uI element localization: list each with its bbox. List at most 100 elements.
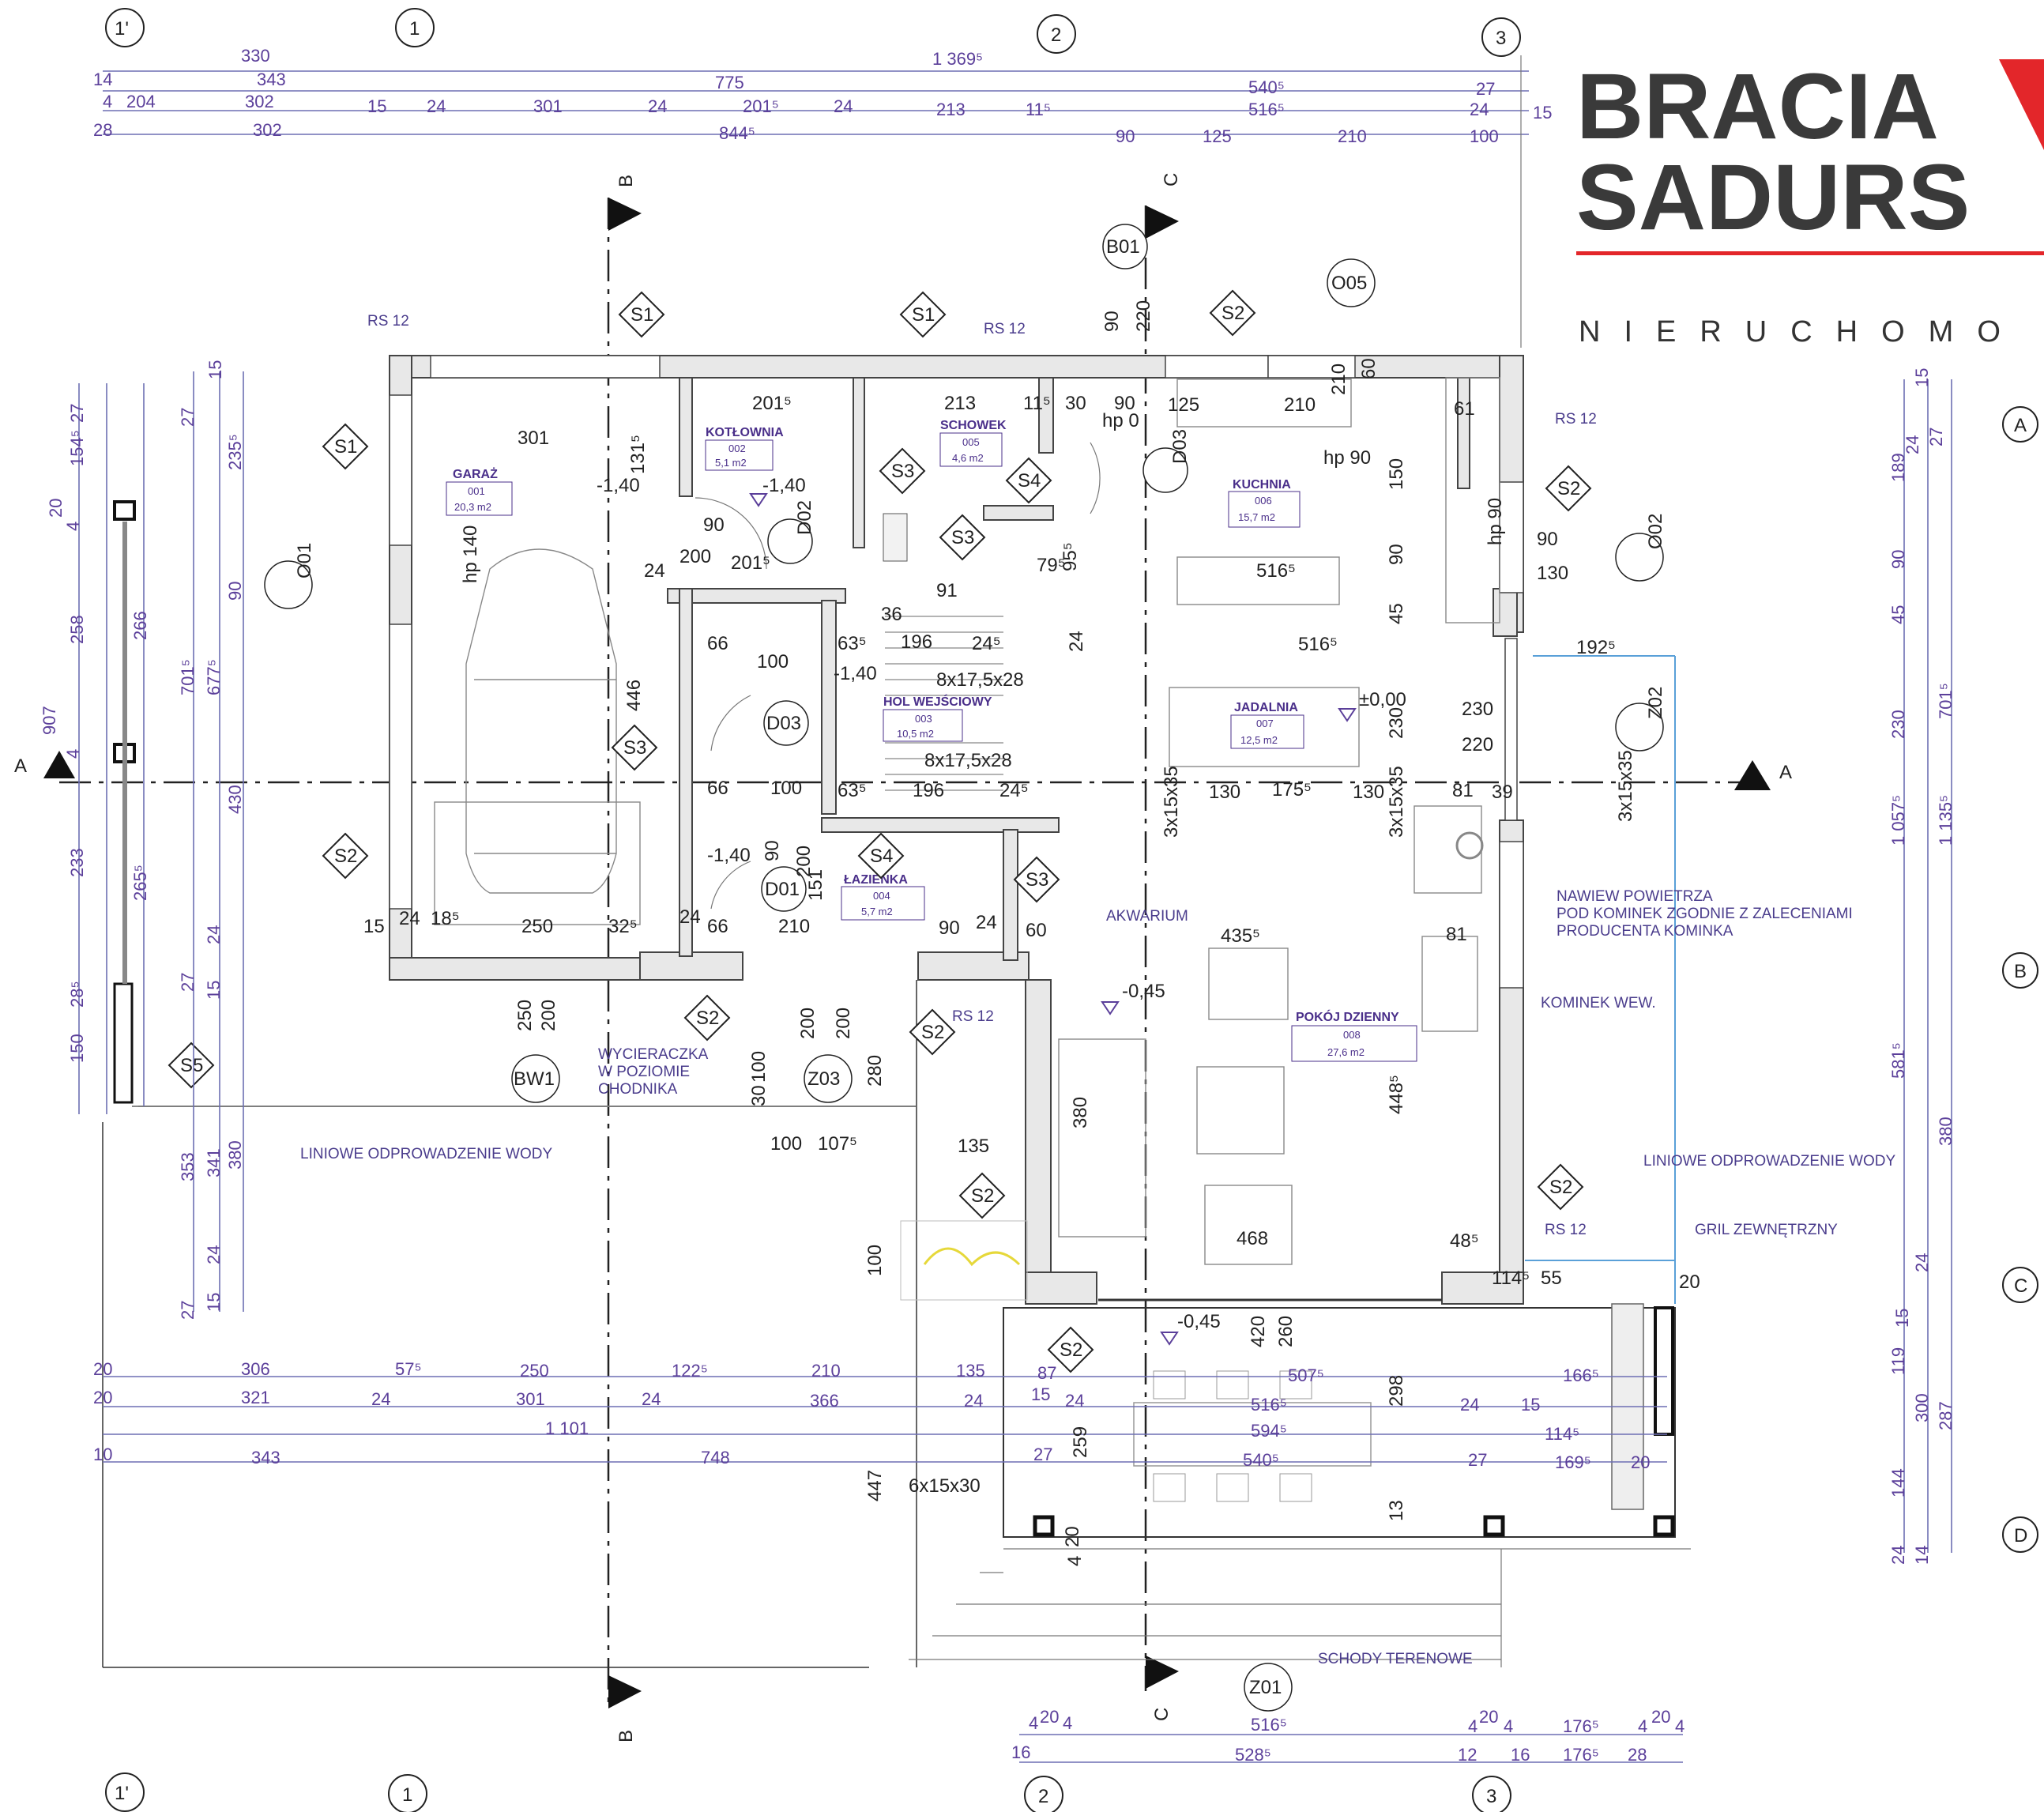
svg-text:540⁵: 540⁵ [1243, 1450, 1279, 1470]
svg-text:S1: S1 [334, 436, 357, 458]
dims-inner-85: 220 [1133, 300, 1154, 332]
svg-text:20: 20 [1479, 1707, 1498, 1727]
note-stairs-3: 6x15x30 [909, 1475, 981, 1497]
axis-top-1p: 1' [115, 18, 129, 40]
tag-d01: D01 [761, 866, 807, 912]
dims-left-5: 907 [40, 706, 59, 735]
svg-text:4: 4 [1063, 1713, 1072, 1733]
dims-inner-89: 90 [1386, 544, 1407, 565]
utility-lines [138, 655, 1676, 1304]
tag-s2-a: S2 [1209, 289, 1256, 337]
tag-z03: Z03 [804, 1054, 853, 1103]
dims-inner-58: 250 [514, 1000, 536, 1031]
dims-right-5: 45 [1888, 605, 1908, 624]
dims-inner-2: 213 [944, 393, 976, 414]
dims-left-19: 24 [204, 925, 224, 944]
svg-text:166⁵: 166⁵ [1563, 1366, 1599, 1385]
dims-inner-43: 90 [762, 840, 783, 861]
svg-text:BW1: BW1 [514, 1068, 555, 1090]
svg-text:24: 24 [964, 1391, 983, 1411]
dims-inner-46: 81 [1446, 924, 1467, 945]
svg-text:S3: S3 [891, 461, 914, 482]
dims-inner-35: 230 [1462, 699, 1493, 720]
axis-right-d: D [2014, 1525, 2027, 1546]
room-garaz: GARAŻ 001 20,3 m2 [446, 467, 513, 516]
dims-inner-31: 175⁵ [1272, 779, 1312, 801]
svg-text:306: 306 [241, 1359, 270, 1379]
svg-text:O05: O05 [1331, 273, 1367, 294]
dims-inner-62: 100 [748, 1051, 770, 1083]
svg-text:12,5 m2: 12,5 m2 [1240, 734, 1278, 746]
dims-inner-88: 150 [1386, 458, 1407, 490]
svg-text:003: 003 [915, 713, 932, 725]
section-a-left: A [14, 755, 27, 777]
section-c-bottom: C [1151, 1708, 1173, 1721]
dims-inner-55: 250 [521, 916, 553, 937]
dims-inner-80: 447 [864, 1470, 886, 1501]
dims-inner-63: 30 [748, 1085, 770, 1106]
svg-text:KUCHNIA: KUCHNIA [1233, 478, 1291, 492]
dims-left-27: 15 [204, 1293, 224, 1312]
axis-right-b: B [2014, 961, 2027, 982]
dims-left-8: 28⁵ [67, 981, 87, 1008]
dims-inner-38: 100 [770, 778, 802, 799]
dims-left-26: 27 [178, 1301, 198, 1320]
tag-s2-f: S2 [958, 1172, 1006, 1219]
axis-bottom-2: 2 [1038, 1786, 1048, 1807]
room-hol: HOL WEJŚCIOWY 003 10,5 m2 [883, 694, 992, 742]
svg-text:16: 16 [1511, 1745, 1530, 1765]
svg-text:213: 213 [936, 100, 966, 119]
dims-right-1: 24 [1903, 435, 1922, 454]
dims-inner-65: 380 [1070, 1097, 1091, 1128]
svg-text:125: 125 [1203, 126, 1232, 146]
dims-left-6: 4 [63, 749, 83, 759]
dims-inner-36: 220 [1462, 734, 1493, 755]
svg-text:594⁵: 594⁵ [1251, 1421, 1287, 1441]
tag-s1-b: S1 [899, 291, 947, 338]
note-rs12-d: RS 12 [952, 1008, 994, 1025]
svg-text:24: 24 [371, 1389, 390, 1409]
dims-inner-6: 125 [1168, 394, 1199, 416]
svg-text:330: 330 [241, 46, 270, 66]
room-lazienka: ŁAZIENKA 004 5,7 m2 [841, 873, 925, 921]
svg-text:176⁵: 176⁵ [1563, 1745, 1599, 1765]
svg-text:hp 90: hp 90 [1485, 498, 1506, 545]
svg-text:24: 24 [834, 96, 853, 116]
dims-right-6: 230 [1888, 710, 1908, 739]
dims-left-2: 20 [46, 499, 66, 518]
svg-text:S2: S2 [1557, 478, 1580, 499]
dims-inner-29: 446 [623, 680, 645, 711]
svg-text:87: 87 [1037, 1363, 1056, 1383]
tag-z01: Z01 [1244, 1663, 1293, 1712]
dims-inner-9: 131⁵ [627, 435, 649, 474]
svg-text:775: 775 [715, 73, 744, 92]
dims-left-15: 677⁵ [204, 659, 224, 695]
tag-z02: Z02 [1615, 687, 1666, 752]
dims-inner-47: 66 [707, 916, 728, 937]
svg-text:S1: S1 [631, 304, 653, 326]
dims-left-22: 353 [178, 1152, 198, 1181]
dims-right-3: 189 [1888, 453, 1908, 482]
svg-text:844⁵: 844⁵ [719, 123, 755, 143]
dimensions-bottom: 20 306 57⁵ 250 122⁵ 210 135 87 507⁵ 166⁵… [93, 1359, 1685, 1765]
svg-text:528⁵: 528⁵ [1235, 1745, 1271, 1765]
svg-text:114⁵: 114⁵ [1545, 1424, 1579, 1444]
brand-line-2: SADURS [1576, 145, 1970, 250]
svg-text:20,3 m2: 20,3 m2 [454, 501, 491, 513]
dims-left-18: 265⁵ [130, 865, 150, 901]
section-b-bottom: B [615, 1730, 637, 1742]
tag-o02: O02 [1615, 514, 1666, 582]
svg-text:201⁵: 201⁵ [743, 96, 779, 116]
svg-text:S3: S3 [951, 527, 974, 548]
svg-text:540⁵: 540⁵ [1248, 77, 1285, 97]
dims-inner-77: 260 [1275, 1316, 1297, 1347]
dims-inner-83: 13 [1386, 1500, 1407, 1521]
dims-left-4: 258 [67, 615, 87, 644]
svg-text:±0,00: ±0,00 [1359, 689, 1406, 710]
brand-logo: BRACIA SADURS NIERUCHOMO [1576, 55, 2044, 348]
svg-text:12: 12 [1458, 1745, 1477, 1765]
svg-text:Z01: Z01 [1249, 1677, 1282, 1698]
svg-text:28: 28 [93, 120, 112, 140]
dims-inner-54: 18⁵ [431, 908, 460, 929]
svg-text:169⁵: 169⁵ [1555, 1452, 1591, 1472]
